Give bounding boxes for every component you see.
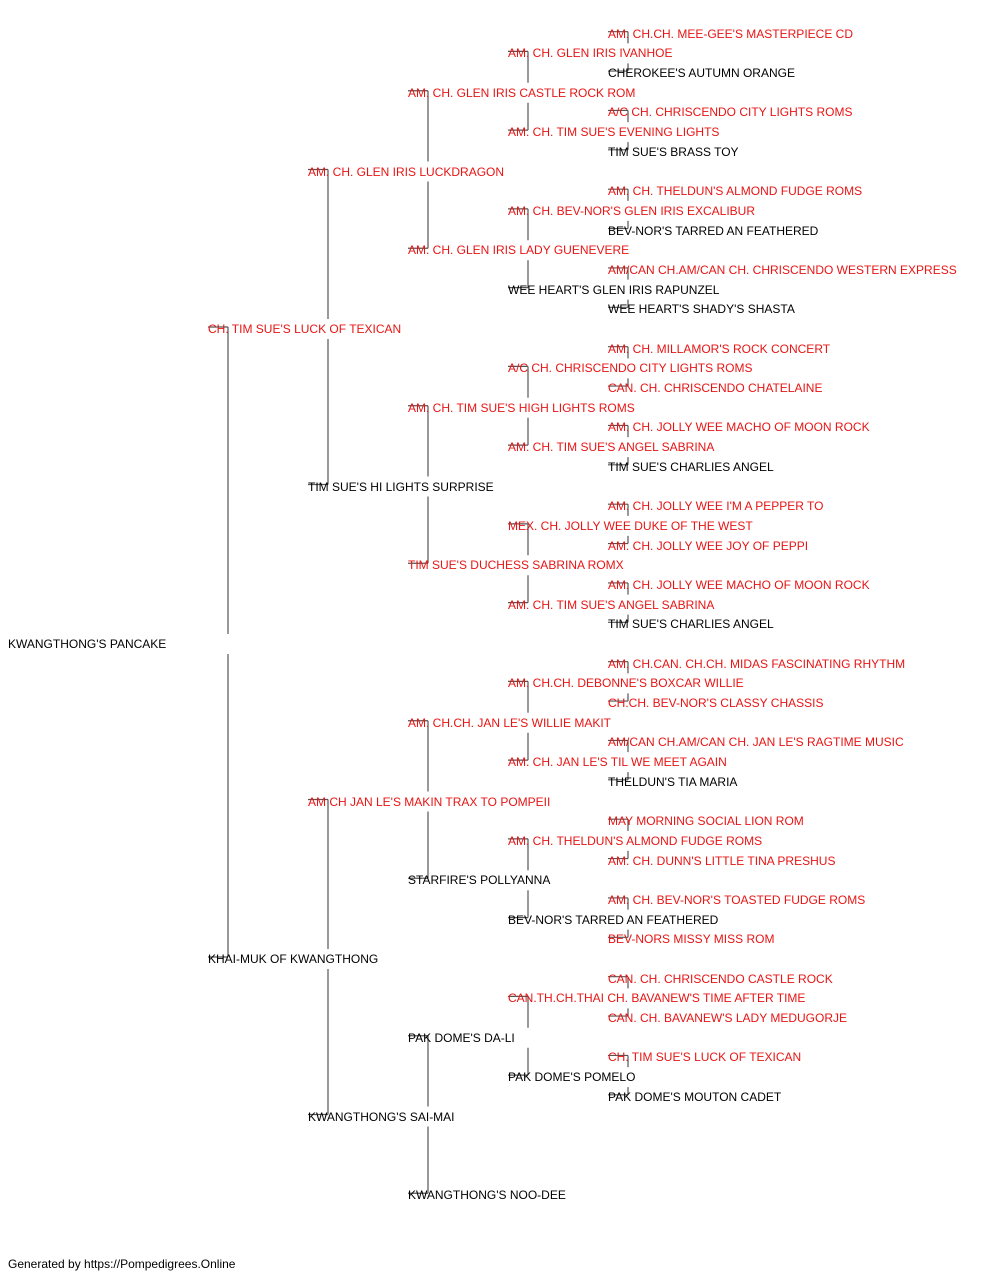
pedigree-name-gen4: AM. CH. BEV-NOR'S GLEN IRIS EXCALIBUR xyxy=(508,203,756,218)
pedigree-name-gen4: AM. CH.CH. DEBONNE'S BOXCAR WILLIE xyxy=(508,676,744,691)
pedigree-name-gen3: KWANGTHONG'S NOO-DEE xyxy=(408,1188,566,1203)
pedigree-name-gen5: TIM SUE'S BRASS TOY xyxy=(608,144,739,159)
pedigree-name-gen5: AM. CH. JOLLY WEE MACHO OF MOON ROCK xyxy=(608,577,870,592)
pedigree-name-gen1: CH. TIM SUE'S LUCK OF TEXICAN xyxy=(208,322,402,336)
pedigree-name-gen2: AM CH JAN LE'S MAKIN TRAX TO POMPEII xyxy=(308,794,551,809)
pedigree-name-gen3: AM. CH. GLEN IRIS LADY GUENEVERE xyxy=(408,243,630,258)
pedigree-name-gen3: STARFIRE'S POLLYANNA xyxy=(408,873,551,888)
pedigree-name-gen4: AM. CH. TIM SUE'S ANGEL SABRINA xyxy=(508,440,715,455)
pedigree-name-gen5: THELDUN'S TIA MARIA xyxy=(608,774,738,789)
pedigree-name-gen5: AM. CH.CAN. CH.CH. MIDAS FASCINATING RHY… xyxy=(608,656,906,671)
pedigree-name-gen2: AM. CH. GLEN IRIS LUCKDRAGON xyxy=(308,164,505,179)
pedigree-name-gen5: TIM SUE'S CHARLIES ANGEL xyxy=(608,459,774,474)
pedigree-name-gen5: AM. CH. JOLLY WEE MACHO OF MOON ROCK xyxy=(608,420,870,435)
pedigree-name-gen4: AM. CH. TIM SUE'S EVENING LIGHTS xyxy=(508,125,720,140)
pedigree-name-gen5: BEV-NOR'S TARRED AN FEATHERED xyxy=(608,223,819,238)
footer-credit: Generated by https://Pompedigrees.Online xyxy=(8,1257,236,1271)
pedigree-name-gen5: PAK DOME'S MOUTON CADET xyxy=(608,1089,782,1104)
pedigree-name-gen4: MEX. CH. JOLLY WEE DUKE OF THE WEST xyxy=(508,518,753,533)
pedigree-name-gen4: AM. CH. TIM SUE'S ANGEL SABRINA xyxy=(508,597,715,612)
pedigree-name-gen4: AM. CH. GLEN IRIS IVANHOE xyxy=(508,46,673,61)
pedigree-name-gen4: BEV-NOR'S TARRED AN FEATHERED xyxy=(508,912,719,927)
pedigree-name-gen3: AM. CH.CH. JAN LE'S WILLIE MAKIT xyxy=(408,715,611,730)
pedigree-name-gen5: CAN. CH. CHRISCENDO CASTLE ROCK xyxy=(608,971,833,986)
pedigree-name-gen4: AM. CH. JAN LE'S TIL WE MEET AGAIN xyxy=(508,755,727,770)
pedigree-name-gen5: AM. CH. JOLLY WEE JOY OF PEPPI xyxy=(608,538,809,553)
pedigree-name-gen4: PAK DOME'S POMELO xyxy=(508,1070,636,1085)
pedigree-name-gen5: AM. CH. JOLLY WEE I'M A PEPPER TO xyxy=(608,499,824,514)
pedigree-name-gen3: AM. CH. GLEN IRIS CASTLE ROCK ROM xyxy=(408,85,636,100)
pedigree-name-gen5: CAN. CH. BAVANEW'S LADY MEDUGORJE xyxy=(608,1011,847,1026)
pedigree-name-gen2: TIM SUE'S HI LIGHTS SURPRISE xyxy=(308,479,494,494)
pedigree-name-gen5: AM/CAN CH.AM/CAN CH. CHRISCENDO WESTERN … xyxy=(608,262,957,277)
pedigree-name-gen3: AM. CH. TIM SUE'S HIGH LIGHTS ROMS xyxy=(408,400,635,415)
pedigree-name-gen5: TIM SUE'S CHARLIES ANGEL xyxy=(608,617,774,632)
pedigree-name-gen5: CH.CH. BEV-NOR'S CLASSY CHASSIS xyxy=(608,696,824,711)
pedigree-name-gen4: AM. CH. THELDUN'S ALMOND FUDGE ROMS xyxy=(508,833,763,848)
pedigree-name-gen5: CAN. CH. CHRISCENDO CHATELAINE xyxy=(608,381,823,396)
pedigree-name-gen2: KWANGTHONG'S SAI-MAI xyxy=(308,1109,455,1124)
pedigree-name-gen5: CHEROKEE'S AUTUMN ORANGE xyxy=(608,66,795,81)
pedigree-name-gen5: WEE HEART'S SHADY'S SHASTA xyxy=(608,302,795,317)
pedigree-name-gen1: KHAI-MUK OF KWANGTHONG xyxy=(208,952,379,966)
pedigree-name-gen3: PAK DOME'S DA-LI xyxy=(408,1030,515,1045)
pedigree-name-gen4: A/C CH. CHRISCENDO CITY LIGHTS ROMS xyxy=(508,361,753,376)
pedigree-name-gen5: AM. CH.CH. MEE-GEE'S MASTERPIECE CD xyxy=(608,26,853,41)
pedigree-name-gen4: WEE HEART'S GLEN IRIS RAPUNZEL xyxy=(508,282,720,297)
pedigree-name-gen5: AM/CAN CH.AM/CAN CH. JAN LE'S RAGTIME MU… xyxy=(608,735,904,750)
pedigree-name-gen0: KWANGTHONG'S PANCAKE xyxy=(8,637,167,651)
pedigree-name-gen5: AM. CH. MILLAMOR'S ROCK CONCERT xyxy=(608,341,831,356)
pedigree-name-gen5: A/C CH. CHRISCENDO CITY LIGHTS ROMS xyxy=(608,105,853,120)
pedigree-name-gen5: AM. CH. BEV-NOR'S TOASTED FUDGE ROMS xyxy=(608,892,866,907)
pedigree-name-gen5: AM. CH. DUNN'S LITTLE TINA PRESHUS xyxy=(608,853,836,868)
pedigree-name-gen5: MAY MORNING SOCIAL LION ROM xyxy=(608,814,804,829)
pedigree-name-gen5: AM. CH. THELDUN'S ALMOND FUDGE ROMS xyxy=(608,184,863,199)
pedigree-name-gen5: CH. TIM SUE'S LUCK OF TEXICAN xyxy=(608,1050,802,1065)
pedigree-name-gen3: TIM SUE'S DUCHESS SABRINA ROMX xyxy=(408,558,624,573)
pedigree-name-gen4: CAN.TH.CH.THAI CH. BAVANEW'S TIME AFTER … xyxy=(508,991,806,1006)
pedigree-name-gen5: BEV-NORS MISSY MISS ROM xyxy=(608,932,775,947)
